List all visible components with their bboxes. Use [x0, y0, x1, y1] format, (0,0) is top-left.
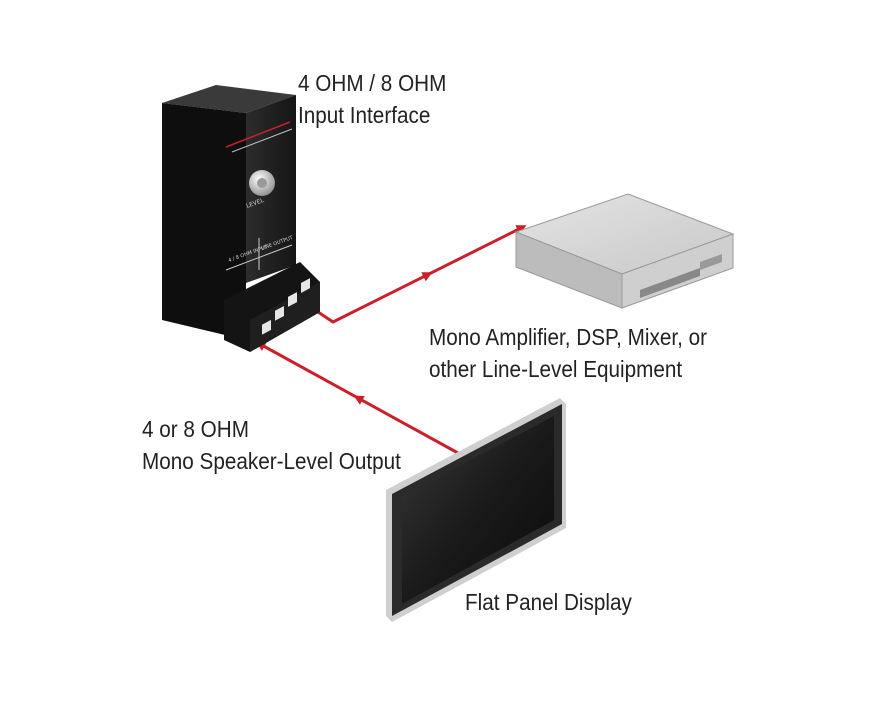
arrow-icon — [515, 225, 527, 235]
interface-label-line1: 4 OHM / 8 OHM — [298, 70, 447, 96]
arrow-icon — [353, 395, 365, 405]
flat-panel-display-icon — [386, 398, 566, 622]
cable-to-amplifier — [317, 225, 527, 324]
amplifier-label-line1: Mono Amplifier, DSP, Mixer, or — [429, 324, 708, 350]
terminal-screws — [262, 278, 310, 335]
interface-box-icon: LEVEL 4 / 8 OHM INPUT LINE OUTPUT — [162, 85, 320, 352]
speaker-label-line1: 4 or 8 OHM — [142, 416, 249, 442]
arrow-icon — [421, 272, 433, 282]
amplifier-icon — [514, 193, 735, 309]
speaker-label-line2: Mono Speaker-Level Output — [142, 448, 401, 474]
amplifier-label-line2: other Line-Level Equipment — [429, 356, 683, 382]
interface-label-line2: Input Interface — [298, 102, 431, 128]
cable-from-display — [255, 341, 459, 455]
display-label: Flat Panel Display — [465, 589, 632, 615]
